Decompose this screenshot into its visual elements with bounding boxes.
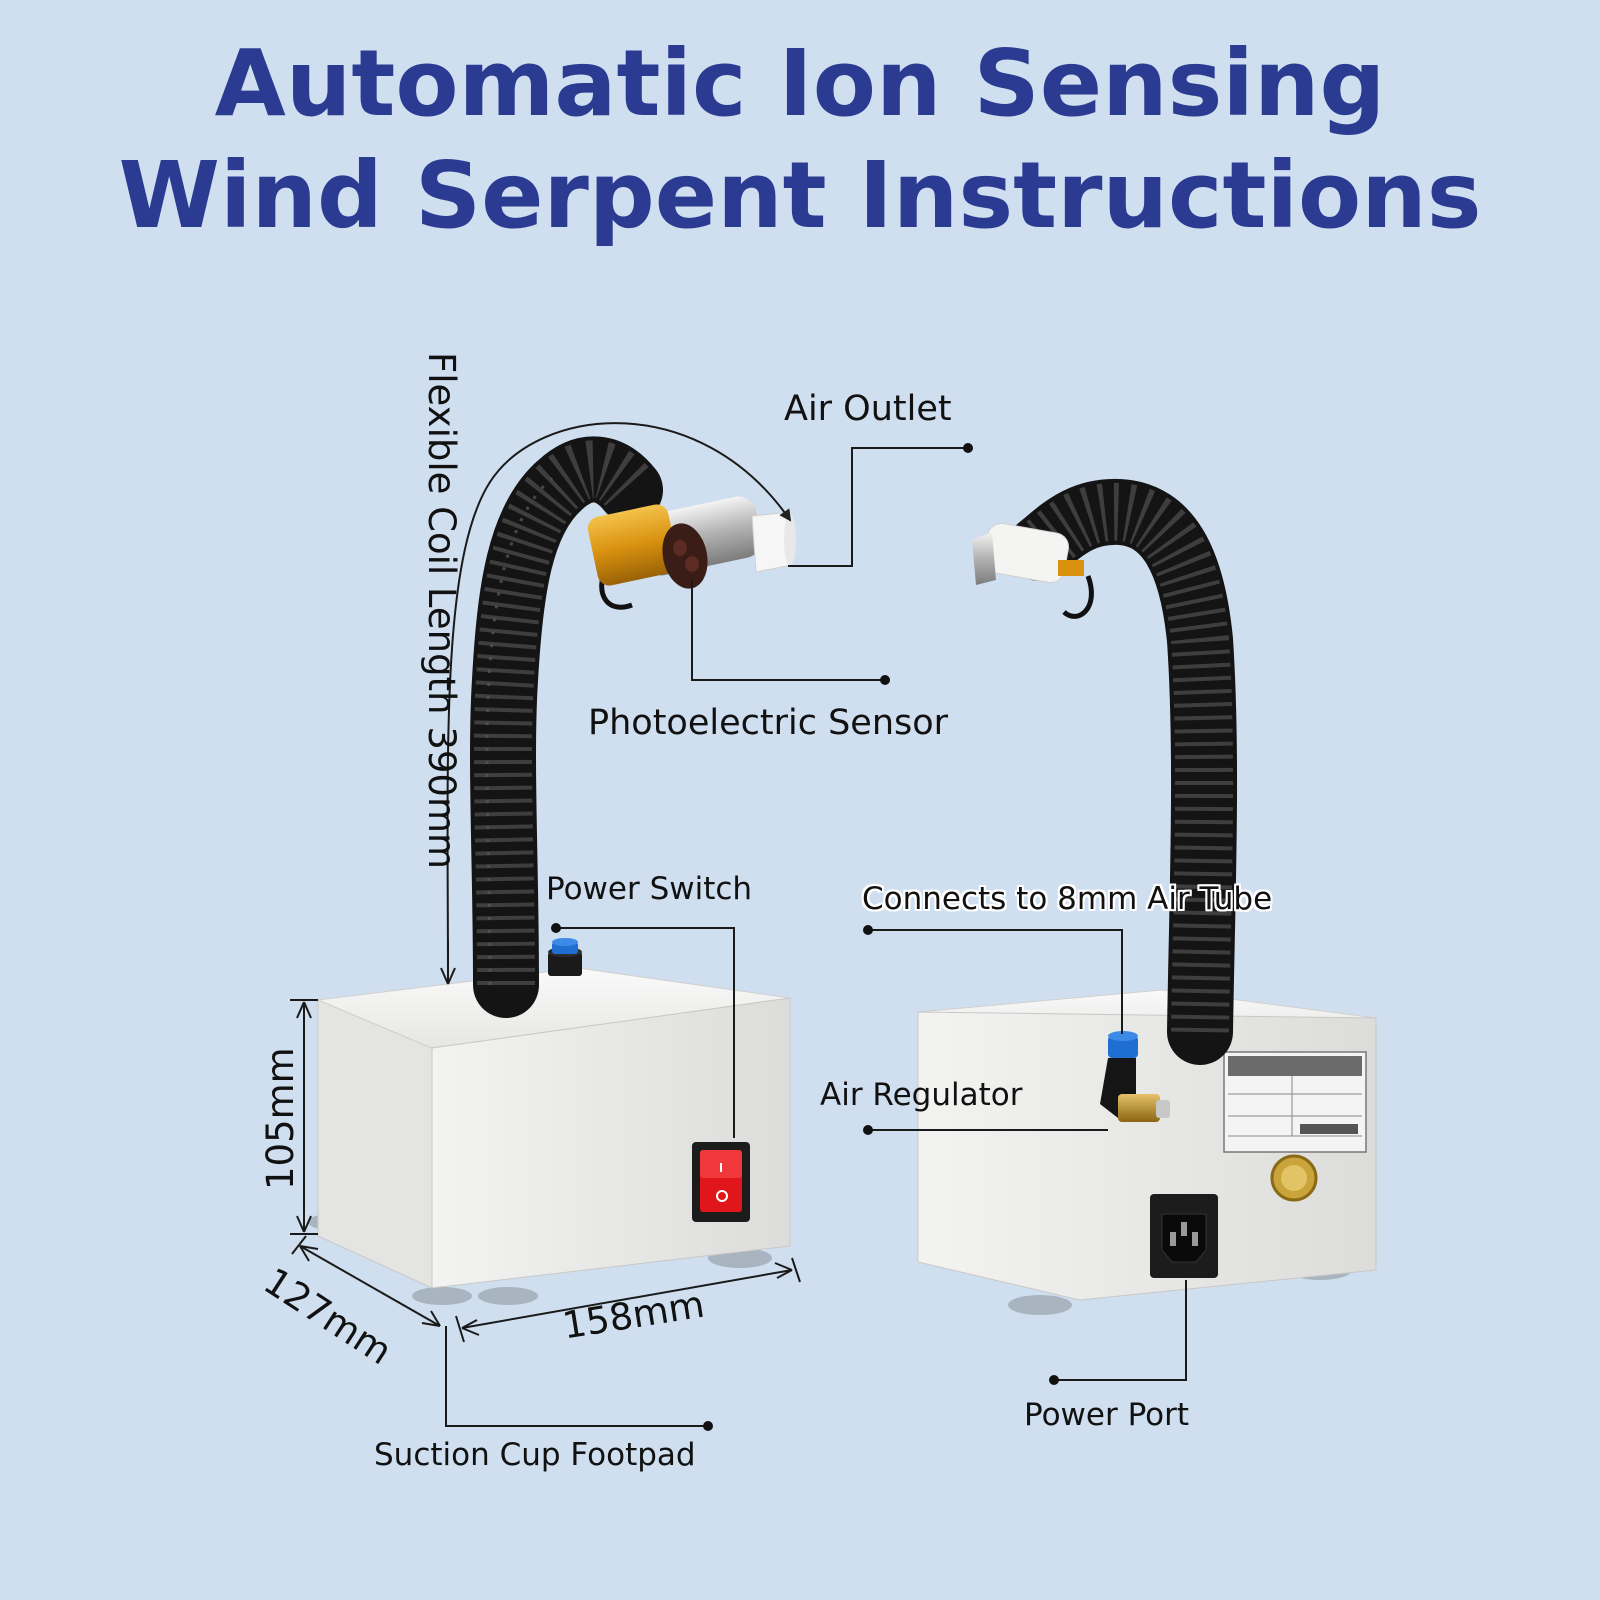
rocker-power-switch[interactable]	[692, 1142, 750, 1222]
air-tube-leader	[868, 929, 1123, 1034]
air-outlet-label: Air Outlet	[784, 389, 952, 429]
suction-cup-foot	[478, 1287, 538, 1305]
coil-length-label: Flexible Coil Length 390mm	[420, 352, 463, 870]
air-regulator-valve[interactable]	[1100, 1031, 1170, 1122]
sensor-leader	[691, 580, 885, 681]
page-title-line-1: Automatic Ion Sensing	[214, 30, 1386, 137]
dimension-lines	[290, 999, 801, 1343]
page-title-line-2: Wind Serpent Instructions	[118, 142, 1482, 249]
left-box-side	[317, 999, 433, 1289]
power-switch-label: Power Switch	[546, 871, 753, 907]
coil-length-arc	[446, 422, 792, 985]
suction-cup-leader	[445, 1326, 708, 1427]
right-unit	[917, 478, 1377, 1315]
height-dimension-label: 105mm	[259, 1047, 302, 1190]
right-nozzle-head	[972, 522, 1094, 619]
iec-power-port[interactable]	[1150, 1194, 1218, 1278]
photoelectric-sensor-label: Photoelectric Sensor	[588, 703, 949, 743]
left-unit	[308, 436, 796, 1305]
top-air-fitting	[548, 938, 582, 976]
right-hose-ribs	[1021, 482, 1234, 1033]
power-port-label: Power Port	[1024, 1397, 1190, 1433]
suction-cup-label: Suction Cup Footpad	[374, 1437, 696, 1473]
depth-dimension-line	[299, 1245, 441, 1327]
suction-cup-foot	[1008, 1295, 1072, 1315]
power-port-leader	[1054, 1280, 1187, 1381]
callout-lines	[440, 422, 1187, 1431]
left-nozzle-head	[587, 496, 796, 610]
air-outlet-leader	[788, 447, 968, 567]
width-dimension-line	[461, 1269, 793, 1329]
air-tube-label: Connects to 8mm Air Tube	[862, 881, 1273, 917]
left-hose-ribs	[474, 440, 653, 986]
spec-label-sticker	[1223, 1051, 1367, 1153]
air-regulator-label: Air Regulator	[820, 1077, 1023, 1113]
power-switch-leader	[556, 927, 735, 1138]
suction-cup-foot	[412, 1287, 472, 1305]
